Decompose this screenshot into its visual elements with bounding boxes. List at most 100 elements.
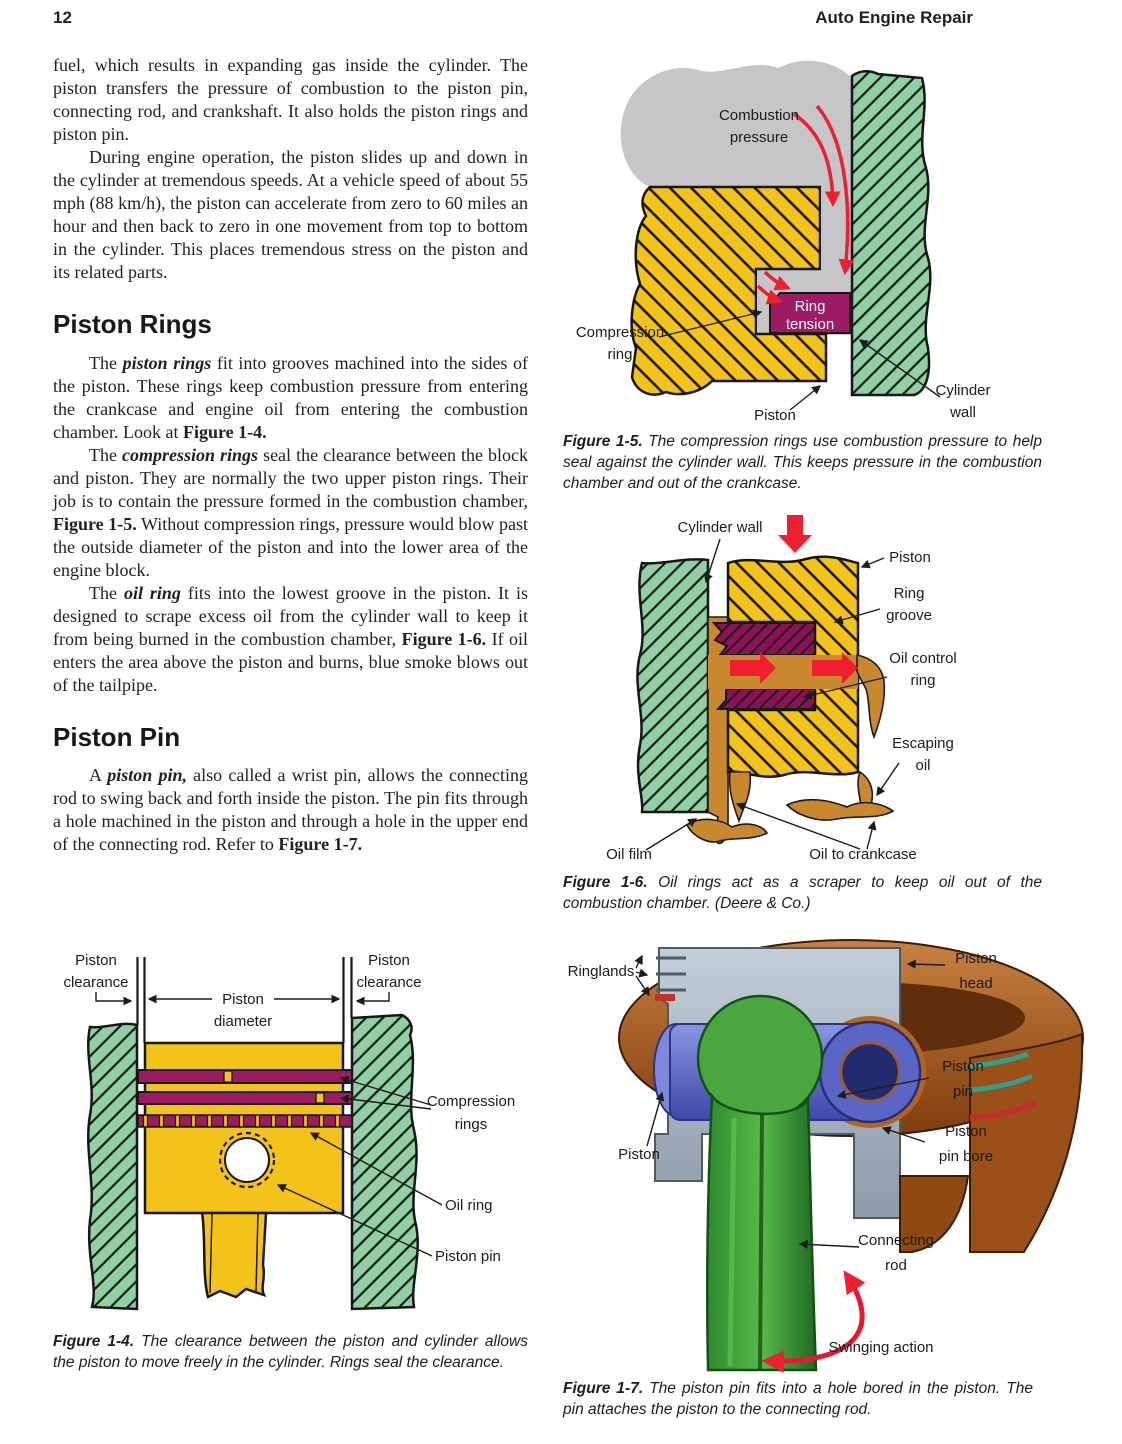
cylinder-wall-left — [87, 1022, 139, 1311]
connecting-rod-label: rod — [885, 1257, 907, 1274]
ring-groove-line — [969, 1073, 1034, 1093]
figure-caption-text: The piston pin fits into a hole bored in… — [563, 1380, 1033, 1418]
combustion-pressure-label: pressure — [730, 129, 788, 146]
cylinder-wall-leader — [858, 339, 941, 398]
cylinder-wall-shape — [850, 70, 932, 397]
piston-label: Piston — [754, 407, 796, 424]
compression-rings-label: rings — [455, 1116, 488, 1133]
oil-to-crankcase-label: Oil to crankcase — [809, 846, 917, 863]
swinging-action-arrow — [761, 1270, 866, 1373]
section-heading-piston-rings: Piston Rings — [53, 309, 212, 339]
oil-splash-left — [685, 818, 769, 843]
running-header: Auto Engine Repair — [815, 8, 973, 27]
ringlands-leader — [634, 954, 643, 969]
compression-ring-label: Compression — [576, 324, 664, 341]
ringlands-label: Ringlands — [568, 963, 635, 980]
ring-in-groove — [655, 994, 675, 1001]
piston-skirt-right — [969, 1032, 1084, 1253]
piston-leader — [860, 557, 885, 569]
figure-1-7-caption: Figure 1-7. The piston pin fits into a h… — [563, 1378, 1033, 1420]
oil-ring-lower-rail — [715, 688, 816, 710]
compression-rings-leader — [339, 1094, 432, 1110]
rod-stub-line — [255, 1212, 259, 1292]
ring-groove-label: groove — [886, 607, 932, 624]
piston-head-leader — [906, 959, 946, 969]
figure-caption-label: Figure 1-7. — [563, 1380, 644, 1397]
piston-leader — [789, 385, 822, 411]
compression-ring-2 — [137, 1091, 353, 1105]
piston-head-label: head — [959, 975, 992, 992]
cylinder-wall-leader — [704, 538, 721, 584]
oil-ring-upper-rail — [711, 622, 816, 656]
escaping-oil-drip — [856, 654, 886, 740]
oil-splash-right — [785, 798, 895, 821]
ringlands-leader — [635, 975, 650, 997]
figure-1-6-diagram: Cylinder wall Piston Ring groove Oil con… — [606, 515, 957, 863]
piston-label: Piston — [889, 549, 931, 566]
rod-center-ridge — [758, 1113, 764, 1371]
cylinder-wall-shape — [636, 558, 710, 814]
cylinder-wall-label: Cylinder — [935, 382, 990, 399]
body-paragraph: During engine operation, the piston slid… — [53, 147, 528, 282]
piston-pin-bore-label: Piston — [945, 1123, 987, 1140]
figure-1-5-diagram: Combustion pressure Compression ring Rin… — [576, 60, 991, 424]
figure-1-6-caption: Figure 1-6. Oil rings act as a scraper t… — [563, 872, 1042, 914]
ring-gap-2 — [315, 1092, 325, 1104]
oil-control-ring-label: Oil control — [889, 650, 957, 667]
oil-to-crankcase-leader-right — [866, 820, 877, 850]
piston-pin-bore-hole — [839, 1041, 901, 1103]
connecting-rod-stub — [200, 1211, 268, 1299]
escaping-oil-leader — [876, 762, 900, 797]
page-number: 12 — [53, 8, 72, 27]
oil-control-ring-label: ring — [910, 672, 935, 689]
piston-pin-leader — [836, 1077, 930, 1099]
connecting-rod-leader — [798, 1239, 860, 1249]
piston-pin-hole-dashed-rim — [218, 1131, 276, 1189]
small-drip — [728, 771, 752, 824]
rod-stub-line — [209, 1212, 213, 1294]
body-paragraph: The compression rings seal the clearance… — [53, 444, 529, 580]
piston-pin-label: Piston pin — [435, 1248, 501, 1265]
figure-caption-label: Figure 1-4. — [53, 1333, 135, 1350]
oil-film-leader — [645, 818, 698, 851]
body-paragraph: fuel, which results in expanding gas ins… — [53, 55, 528, 144]
figure-caption-label: Figure 1-5. — [563, 433, 643, 450]
ring-groove-line — [969, 1051, 1029, 1069]
piston-clearance-right-label: Piston — [368, 952, 410, 969]
piston-shape — [630, 185, 828, 396]
piston-head-label: Piston — [955, 950, 997, 967]
oil-pressure-arrows — [730, 515, 858, 684]
figure-1-7-illustration: Ringlands Piston head Piston pin Piston … — [568, 939, 1084, 1373]
ring-groove-label: Ring — [894, 585, 925, 602]
compression-rings-label: Compression — [427, 1093, 515, 1110]
figure-1-4-diagram: Piston clearance Piston clearance Piston… — [63, 952, 515, 1311]
body-paragraph: The oil ring fits into the lowest groove… — [53, 582, 528, 695]
piston-pin-leader — [276, 1184, 433, 1257]
piston-label: Piston — [618, 1146, 660, 1163]
figure-caption-label: Figure 1-6. — [563, 874, 648, 891]
piston-leader — [646, 1091, 665, 1147]
piston-pin-bore-label: pin bore — [939, 1148, 993, 1165]
figure-caption-text: The compression rings use combustion pre… — [563, 433, 1042, 492]
piston-diameter-label: diameter — [214, 1013, 272, 1030]
figure-caption-text: The clearance between the piston and cyl… — [53, 1333, 528, 1371]
piston-pin-bore-leader — [881, 1126, 926, 1143]
ring-tension-label: tension — [786, 316, 834, 333]
swinging-action-label: Swinging action — [828, 1339, 933, 1356]
piston-skirt-bottom — [899, 1175, 970, 1253]
figure-1-5-caption: Figure 1-5. The compression rings use co… — [563, 431, 1042, 494]
oil-to-crankcase-leader-left — [735, 802, 861, 850]
ring-groove-line — [969, 1099, 1038, 1121]
oil-ring-leader — [309, 1132, 443, 1206]
piston-pin-hole — [224, 1137, 270, 1183]
body-paragraph: The piston rings fit into grooves machin… — [53, 352, 528, 442]
piston-pin-label: pin — [953, 1083, 973, 1100]
section-heading-piston-pin: Piston Pin — [53, 721, 181, 752]
cylinder-wall-label: Cylinder wall — [677, 519, 762, 536]
left-text-column: fuel, which results in expanding gas ins… — [53, 54, 528, 856]
escaping-oil-label: Escaping — [892, 735, 954, 752]
connecting-rod-label: Connecting — [858, 1232, 934, 1249]
oil-film-label: Oil film — [606, 846, 652, 863]
combustion-pressure-label: Combustion — [719, 107, 799, 124]
rod-highlight — [727, 1117, 737, 1367]
